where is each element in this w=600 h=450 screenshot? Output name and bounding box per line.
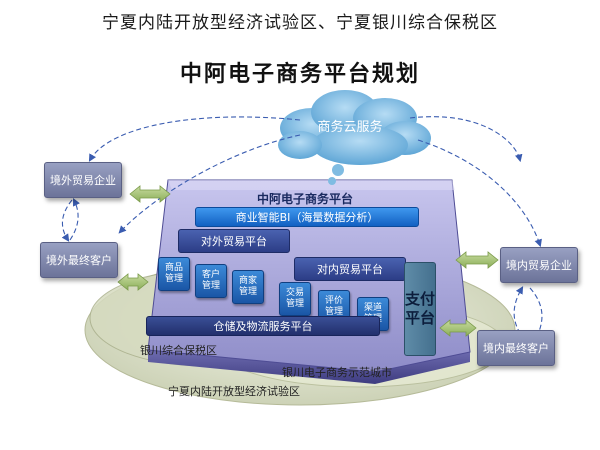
overseas-end-customer-box: 境外最终客户: [40, 242, 118, 278]
demo-city-label: 银川电子商务示范城市: [282, 366, 392, 379]
overseas-trade-enterprise-box: 境外贸易企业: [44, 162, 122, 198]
domestic-trade-enterprise-box: 境内贸易企业: [500, 247, 578, 283]
module-product-management: 商品 管理: [158, 257, 190, 291]
dashed-connectors: [61, 116, 543, 342]
green-arrows: [117, 185, 499, 337]
module-customer-management: 客户 管理: [195, 264, 227, 298]
cloud-shape: [278, 90, 431, 185]
domestic-trade-platform: 对内贸易平台: [294, 257, 406, 281]
platform-title: 中阿电子商务平台: [256, 192, 353, 206]
module-transaction-management: 交易 管理: [279, 282, 311, 316]
bonded-zone-label: 银川综合保税区: [140, 344, 217, 357]
domestic-end-customer-box: 境内最终客户: [477, 330, 555, 366]
platform-slab-side: [148, 350, 470, 384]
cloud-service-label: 商务云服务: [317, 120, 383, 135]
payment-platform: 支付 平台: [404, 262, 436, 356]
storage-logistics-platform: 仓储及物流服务平台: [146, 316, 380, 336]
module-merchant-management: 商家 管理: [232, 270, 264, 304]
title-line-1: 宁夏内陆开放型经济试验区、宁夏银川综合保税区: [102, 13, 498, 33]
experimental-zone-label: 宁夏内陆开放型经济试验区: [168, 385, 300, 398]
title-line-2: 中阿电子商务平台规划: [179, 62, 420, 87]
foreign-trade-platform: 对外贸易平台: [178, 229, 290, 253]
bi-bar: 商业智能BI（海量数据分析）: [195, 207, 419, 227]
